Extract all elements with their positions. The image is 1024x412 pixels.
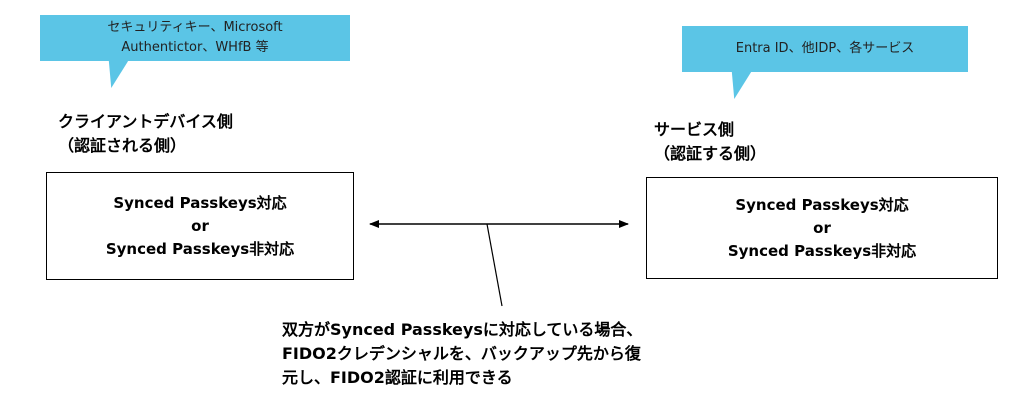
service-box-line1: Synced Passkeys対応 (735, 195, 909, 214)
client-box-line1: Synced Passkeys対応 (113, 193, 287, 212)
client-box-line3: Synced Passkeys非対応 (105, 239, 295, 258)
service-box-line3: Synced Passkeys非対応 (727, 241, 917, 260)
service-title-line2: （認証する側） (654, 144, 767, 163)
client-support-box: Synced Passkeys対応 or Synced Passkeys非対応 (46, 172, 354, 280)
note-line1: 双方がSynced Passkeysに対応している場合、 (282, 320, 643, 339)
client-callout-line2: Authentictor、WHfB 等 (121, 40, 269, 55)
note-line3: 元し、FIDO2認証に利用できる (282, 368, 513, 387)
service-box-line2: or (813, 218, 831, 237)
client-title-line2: （認証される側） (58, 136, 187, 155)
service-providers-callout: Entra ID、他IDP、各サービス (682, 26, 968, 72)
sync-explanation-note: 双方がSynced Passkeysに対応している場合、 FIDO2クレデンシャ… (282, 318, 642, 390)
client-box-line2: or (191, 216, 209, 235)
service-side-title: サービス側 （認証する側） (654, 118, 766, 166)
service-title-line1: サービス側 (654, 120, 735, 139)
client-callout-line1: セキュリティキー、Microsoft (107, 20, 283, 35)
client-title-line1: クライアントデバイス側 (58, 112, 233, 131)
service-callout-text: Entra ID、他IDP、各サービス (735, 41, 915, 56)
note-pointer-line (486, 223, 503, 307)
note-line2: FIDO2クレデンシャルを、バックアップ先から復 (282, 344, 641, 363)
service-support-box: Synced Passkeys対応 or Synced Passkeys非対応 (646, 177, 998, 279)
client-side-title: クライアントデバイス側 （認証される側） (58, 110, 233, 158)
client-authenticators-callout: セキュリティキー、Microsoft Authentictor、WHfB 等 (40, 15, 350, 61)
